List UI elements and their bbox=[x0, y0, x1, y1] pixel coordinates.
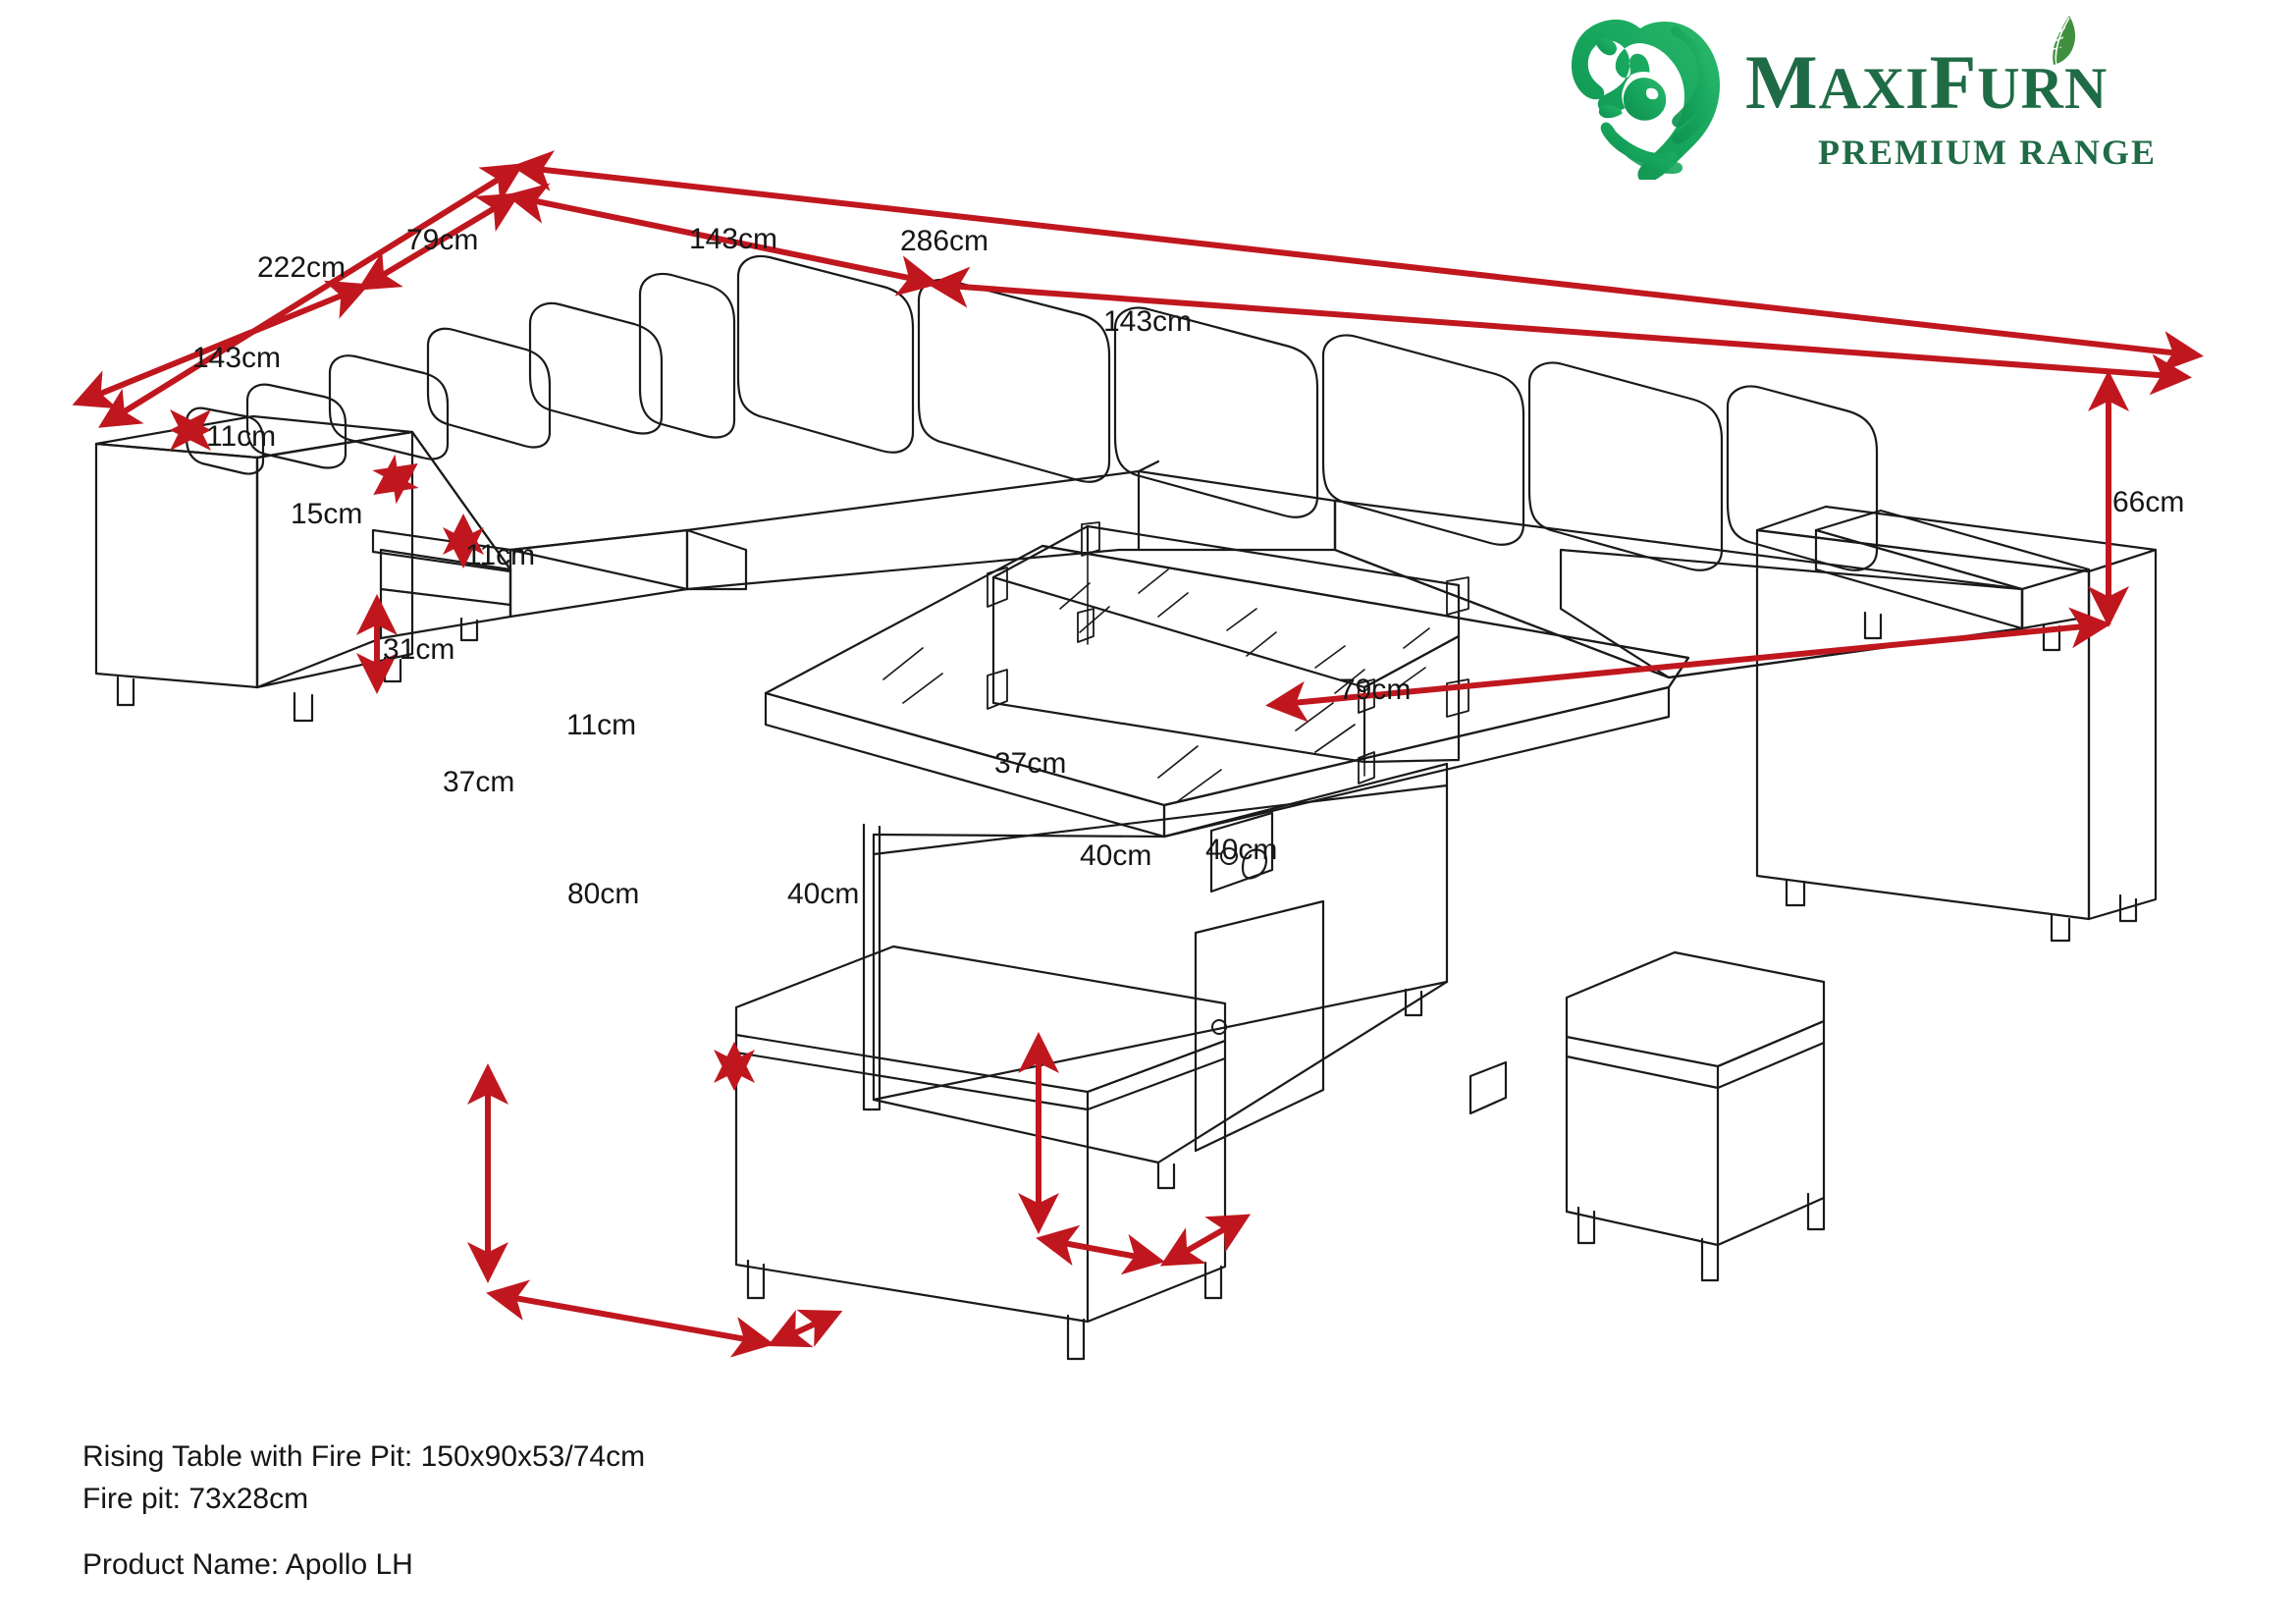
caption-line-firepit: Fire pit: 73x28cm bbox=[82, 1483, 309, 1515]
dim-label-143cm-left: 143cm bbox=[192, 342, 282, 374]
brand-letters-urn: URN bbox=[1977, 56, 2109, 121]
dim-label-143cm-back-right: 143cm bbox=[1103, 305, 1193, 338]
brand-letter-f: F bbox=[1929, 39, 1978, 125]
dim-label-66cm: 66cm bbox=[2112, 486, 2185, 518]
leaf-icon bbox=[2040, 14, 2079, 66]
dim-label-31cm: 31cm bbox=[383, 633, 455, 666]
caption-line-product: Product Name: Apollo LH bbox=[82, 1548, 413, 1581]
brand-wordmark: MAXIFURN bbox=[1745, 39, 2275, 147]
caption-line-table: Rising Table with Fire Pit: 150x90x53/74… bbox=[82, 1440, 646, 1473]
dim-label-40cm-stool-width: 40cm bbox=[1080, 839, 1152, 872]
dim-label-222cm: 222cm bbox=[257, 251, 347, 284]
dim-label-37cm-bench: 37cm bbox=[443, 766, 515, 798]
dim-label-37cm-stool: 37cm bbox=[994, 747, 1067, 780]
dim-label-286cm: 286cm bbox=[900, 225, 989, 257]
dim-label-143cm-back-left: 143cm bbox=[689, 223, 778, 255]
product-caption: Rising Table with Fire Pit: 150x90x53/74… bbox=[82, 1435, 645, 1586]
dim-label-79cm-right: 79cm bbox=[1339, 674, 1412, 706]
dim-label-80cm: 80cm bbox=[567, 878, 640, 910]
dim-label-11cm-seat: 11cm bbox=[465, 539, 536, 571]
caption-spacer bbox=[82, 1520, 645, 1543]
dim-label-11cm-bench: 11cm bbox=[566, 709, 637, 741]
dim-label-79cm-left: 79cm bbox=[406, 224, 479, 256]
dim-label-11cm-armrest: 11cm bbox=[206, 420, 277, 453]
dim-label-40cm-stool-depth: 40cm bbox=[1205, 834, 1278, 866]
dim-label-40cm-bench: 40cm bbox=[787, 878, 860, 910]
dim-label-15cm: 15cm bbox=[291, 498, 363, 530]
brand-letter-m: M bbox=[1745, 39, 1819, 125]
brand-letters-axi: AXI bbox=[1818, 56, 1930, 121]
